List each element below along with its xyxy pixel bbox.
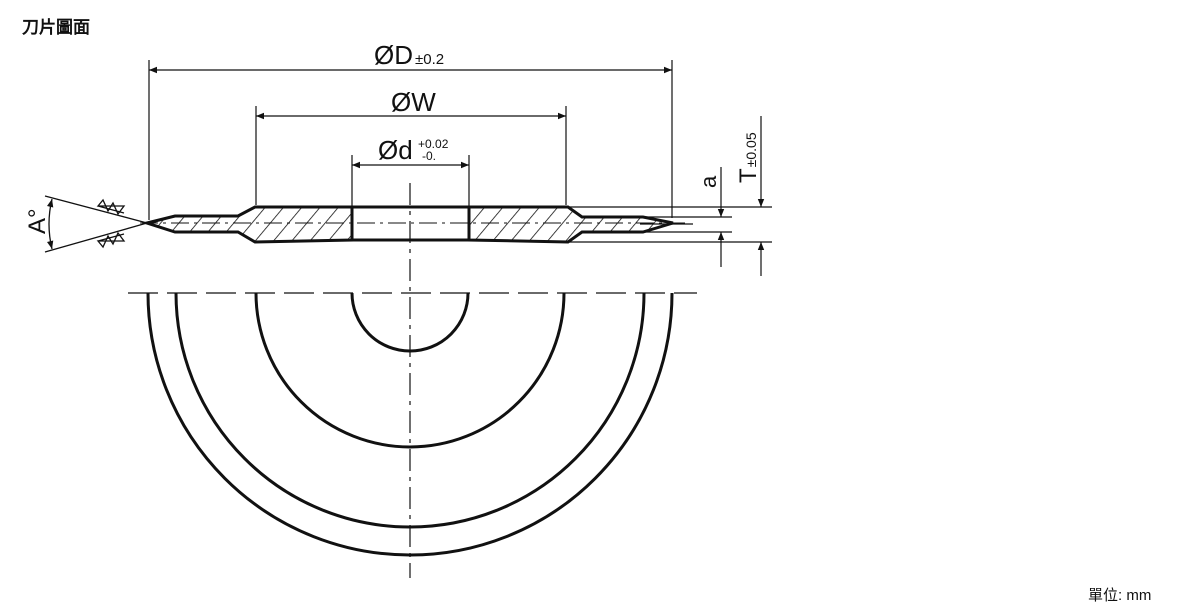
angle-annotation	[44, 195, 148, 253]
tolerance-d-lower: -0.	[422, 149, 436, 163]
drawing-title: 刀片圖面	[22, 18, 90, 37]
extension-lines	[148, 60, 772, 243]
label-d: Ød	[378, 135, 413, 165]
svg-text:T±0.05: T±0.05	[735, 132, 762, 183]
tolerance-D: ±0.2	[415, 51, 444, 68]
label-A: A°	[24, 208, 51, 234]
tolerance-d-upper: +0.02	[418, 137, 449, 151]
units-label: 單位: mm	[1088, 587, 1152, 604]
label-a: a	[696, 175, 721, 188]
dimension-labels: ØD±0.2 ØW Ød +0.02 -0. a T±0.05 A°	[24, 40, 762, 234]
center-lines	[128, 183, 697, 578]
label-T: T	[735, 168, 762, 183]
blade-cross-section	[140, 205, 690, 244]
tolerance-T: ±0.05	[743, 132, 759, 167]
svg-text:ØD±0.2: ØD±0.2	[374, 40, 444, 70]
label-D: ØD	[374, 40, 413, 70]
label-W: ØW	[391, 87, 436, 117]
